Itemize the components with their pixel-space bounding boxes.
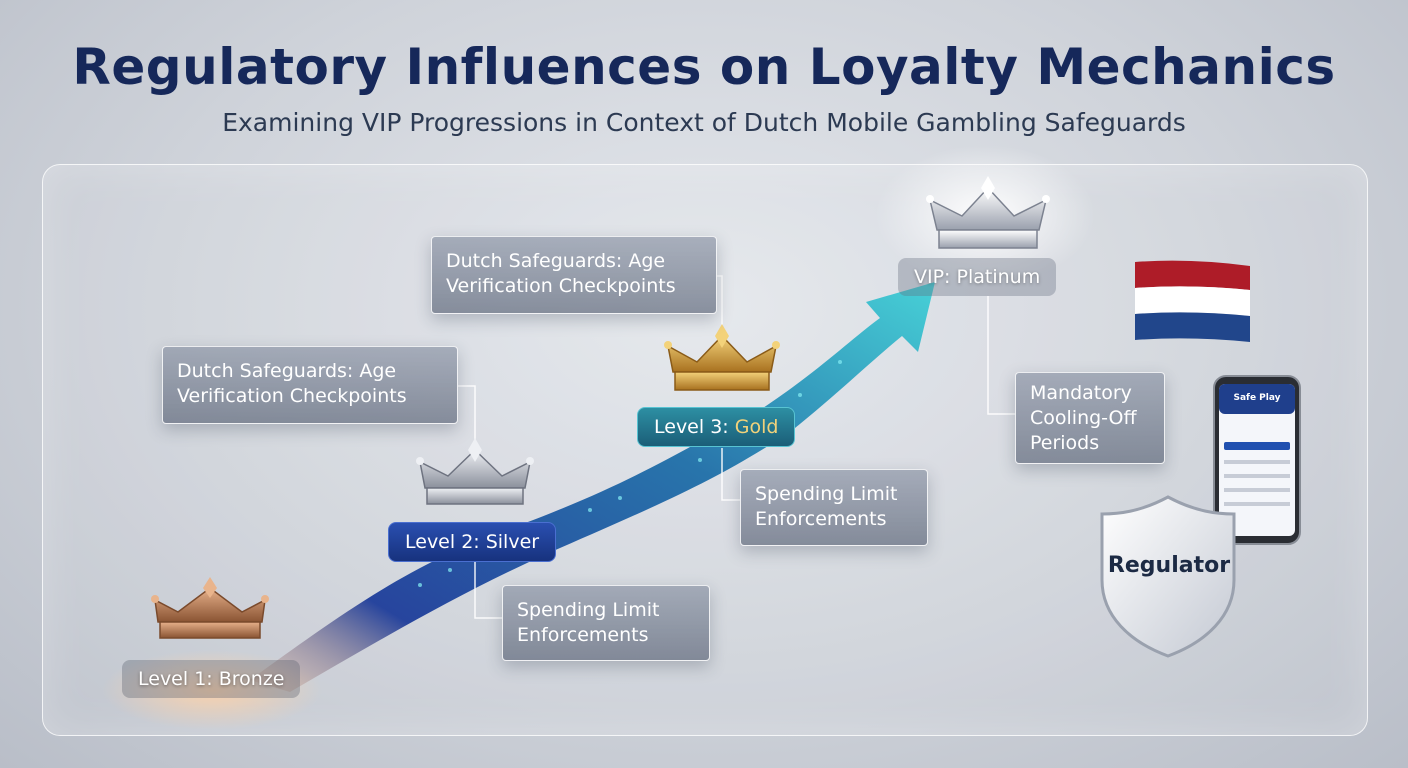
cooling-off-card: Mandatory Cooling-Off Periods	[1015, 372, 1165, 464]
platinum-crown-icon	[926, 176, 1050, 249]
bronze-crown-icon	[151, 577, 269, 639]
level-platinum-label: VIP: Platinum	[898, 258, 1057, 296]
card-line: Periods	[1030, 432, 1100, 454]
shield-icon	[1100, 495, 1236, 658]
level-gold-prefix: Level 3:	[654, 416, 735, 438]
spending-limit-card-2: Spending Limit Enforcements	[740, 469, 928, 546]
card-line: Verification Checkpoints	[446, 275, 676, 297]
card-line: Spending Limit	[755, 483, 898, 505]
gold-crown-icon	[664, 324, 780, 391]
level-silver-label: Level 2: Silver	[388, 522, 557, 562]
progress-arrow	[250, 282, 935, 692]
spending-limit-card-1: Spending Limit Enforcements	[502, 585, 710, 661]
regulator-label: Regulator	[1107, 553, 1231, 578]
card-line: Dutch Safeguards: Age	[446, 250, 666, 272]
card-line: Spending Limit	[517, 599, 660, 621]
card-line: Mandatory	[1030, 382, 1132, 404]
card-line: Enforcements	[755, 508, 887, 530]
card-line: Dutch Safeguards: Age	[177, 360, 397, 382]
card-line: Enforcements	[517, 624, 649, 646]
smartphone-icon	[1213, 375, 1301, 545]
card-line: Verification Checkpoints	[177, 385, 407, 407]
age-verification-card-2: Dutch Safeguards: Age Verification Check…	[431, 236, 717, 314]
phone-app-title: Safe Play	[1233, 393, 1281, 403]
level-bronze-label: Level 1: Bronze	[122, 660, 301, 698]
card-line: Cooling-Off	[1030, 407, 1137, 429]
level-gold-label: Level 3: Gold	[637, 407, 796, 447]
age-verification-card-1: Dutch Safeguards: Age Verification Check…	[162, 346, 458, 424]
page-subtitle: Examining VIP Progressions in Context of…	[222, 108, 1186, 137]
page-title: Regulatory Influences on Loyalty Mechani…	[72, 38, 1336, 96]
netherlands-flag-icon	[1135, 260, 1250, 342]
level-gold-word: Gold	[734, 416, 779, 438]
silver-crown-icon	[416, 438, 534, 505]
